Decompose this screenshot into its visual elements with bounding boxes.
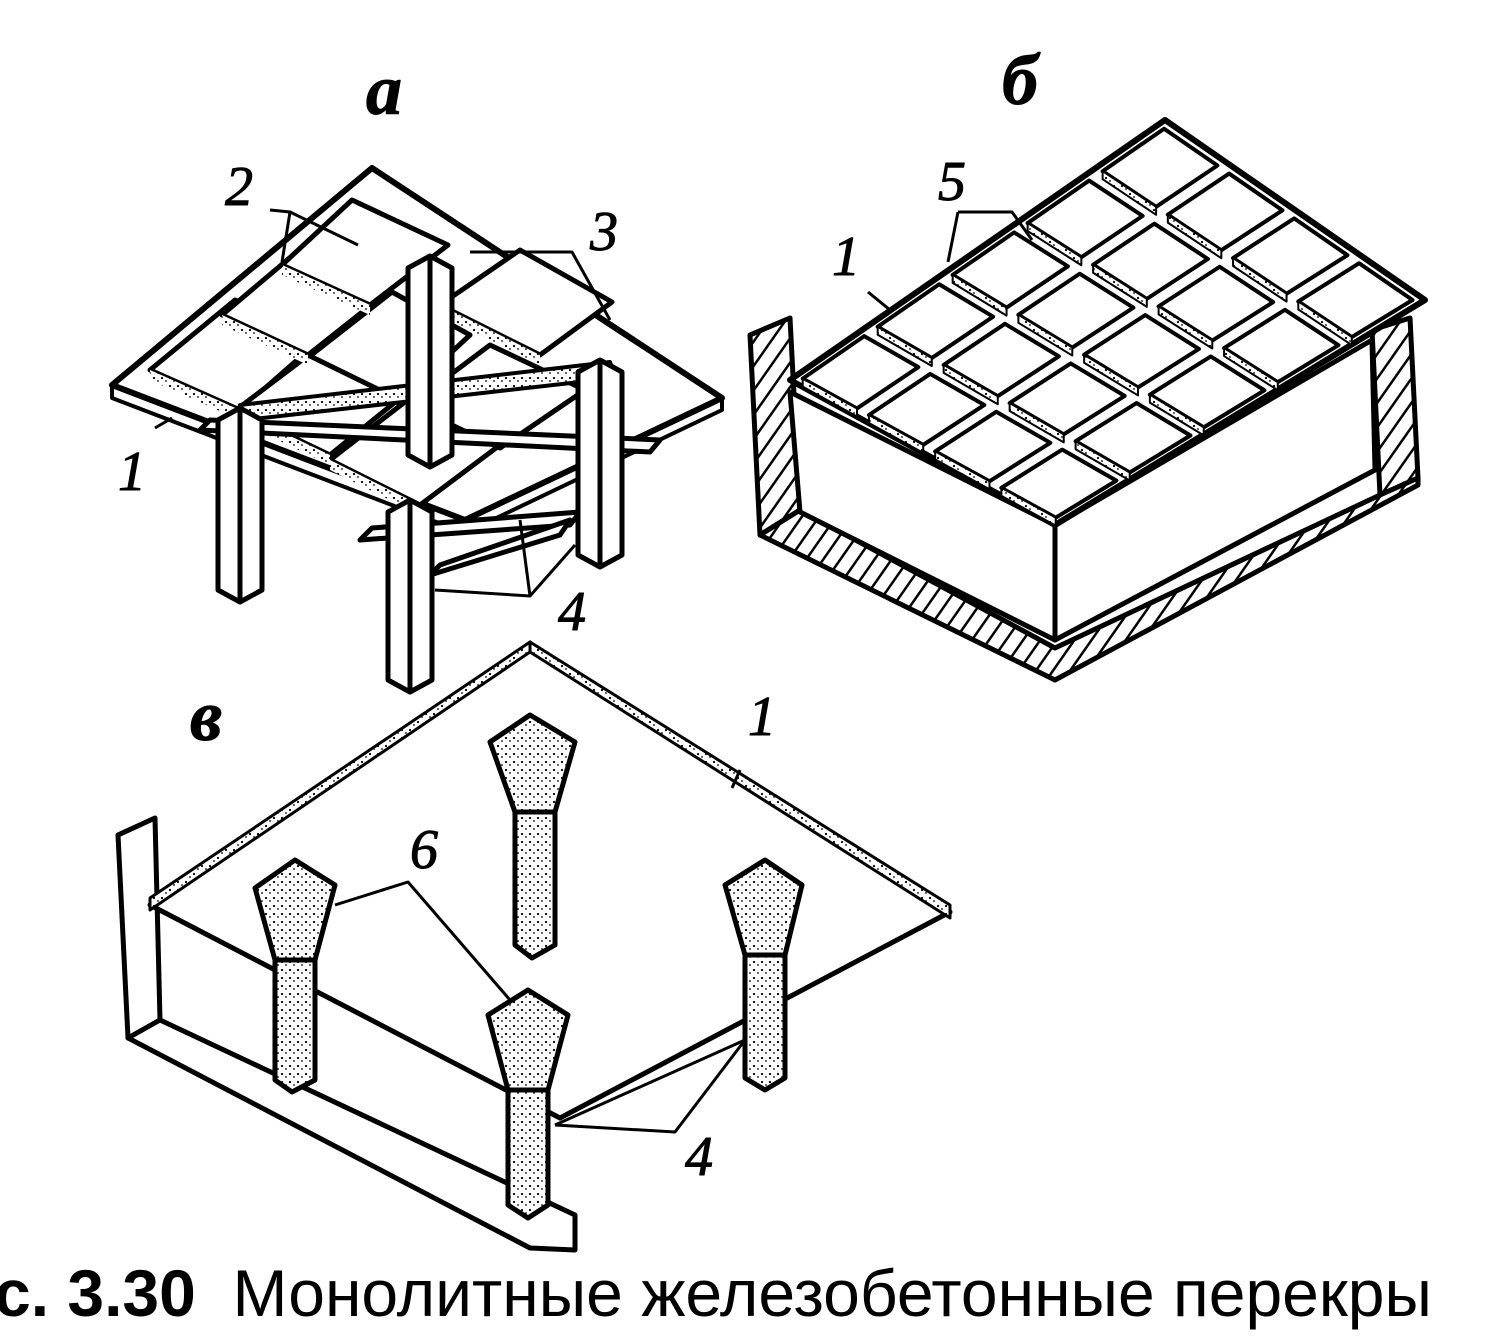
waffle-cell-edge: [942, 363, 999, 406]
label-c-1: 1: [748, 686, 776, 748]
waffle-cell-edge: [1074, 440, 1131, 482]
waffle-cell-edge: [934, 450, 991, 491]
waffle-cell-edge: [1092, 263, 1148, 308]
columns-a: [215, 253, 625, 695]
waffle-cell-edge: [1232, 257, 1288, 303]
waffle-cell-edge: [876, 325, 933, 368]
waffle-cell-edge: [1297, 300, 1353, 347]
label-a-1: 1: [118, 441, 146, 503]
waffle-cell-edge: [801, 377, 859, 418]
wall-c-bottom: [125, 1017, 578, 1253]
panel-c-letter: в: [190, 676, 222, 756]
column-a-center: [405, 253, 455, 470]
waffle-cell-edge: [1148, 393, 1205, 437]
waffle-cell-edge: [1083, 353, 1140, 397]
leaders-b: [867, 210, 1034, 312]
waffle-cell-edge: [1026, 222, 1083, 267]
wall-c-left: [115, 815, 163, 1041]
waffle-cell-edge: [1157, 305, 1214, 350]
label-b-1: 1: [832, 226, 860, 288]
waffle-cell-edge: [1101, 170, 1158, 216]
label-c-6: 6: [410, 819, 438, 881]
waffle-cells: [800, 126, 1415, 527]
leaders-c: [334, 769, 747, 1134]
waffle-cell-edge: [1223, 347, 1279, 392]
panel-a-letter: а: [366, 50, 402, 130]
waffle-cell-edge: [1000, 486, 1057, 527]
caption-text: Монолитные железобетонные перекры: [232, 1256, 1432, 1330]
column-c-front: [485, 987, 571, 1221]
figure-caption: с. 3.30 Монолитные железобетонные перекр…: [0, 1248, 1492, 1338]
label-c-4: 4: [685, 1126, 713, 1188]
column-a-front: [385, 497, 435, 695]
column-c-right: [722, 857, 805, 1093]
leaders-a: [154, 208, 612, 598]
label-a-2: 2: [225, 156, 253, 218]
waffle-cell-edge: [1017, 313, 1074, 357]
waffle-cell-edge: [1008, 402, 1065, 444]
column-a-left: [215, 405, 265, 605]
label-a-3: 3: [589, 201, 618, 263]
panel-a-ribbed-floor: а 2 3 1 4: [109, 50, 725, 695]
box-b-right-face: [1052, 337, 1378, 643]
column-a-right: [575, 357, 625, 570]
wall-b-right: [1369, 315, 1421, 498]
mushroom-columns: [252, 712, 805, 1221]
label-b-5: 5: [938, 151, 966, 213]
panel-b-waffle-floor: б 5 1: [747, 40, 1428, 683]
caption-number: с. 3.30: [0, 1256, 196, 1330]
panel-b-letter: б: [1002, 40, 1041, 120]
column-c-left: [252, 857, 338, 1095]
label-a-4: 4: [558, 581, 586, 643]
column-c-back: [487, 712, 578, 961]
waffle-cell-edge: [1166, 213, 1223, 260]
panel-c-flat-slab: в 1 6 4: [115, 640, 953, 1253]
waffle-cell-edge: [867, 414, 925, 454]
waffle-cell-edge: [951, 273, 1008, 317]
